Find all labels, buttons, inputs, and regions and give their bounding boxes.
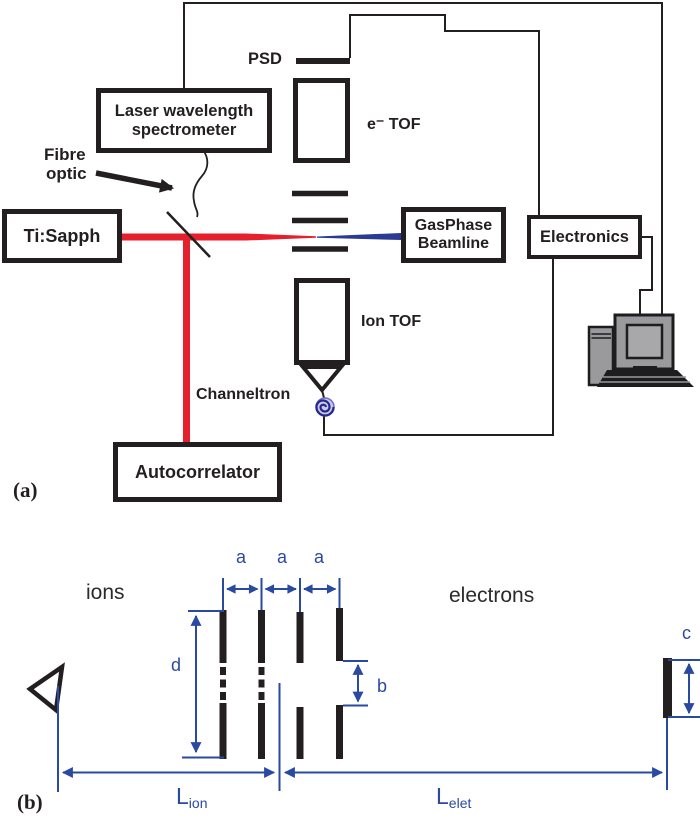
tisapph-laser-box: Ti:Sapph (2, 209, 122, 263)
etof-label: e⁻ TOF (367, 116, 421, 133)
monitor-stand (633, 366, 657, 372)
gasphase-beamline-box: GasPhase Beamline (401, 207, 506, 263)
psd-to-electronics-wire (349, 14, 540, 215)
channeltron-to-electronics-wire (323, 259, 554, 436)
channeltron-spiral-icon (315, 397, 335, 417)
l-ion-label: Lion (176, 783, 208, 811)
dim-d-label: d (171, 655, 182, 675)
l-elet-label: Lelet (436, 783, 472, 811)
electron-tof-tube (293, 78, 350, 163)
spectrometer-label-line1: Laser wavelength (114, 102, 254, 121)
l-elet-sub: elet (448, 795, 472, 811)
beamsplitter-icon (166, 211, 211, 258)
blue-beam-wedge (317, 233, 401, 240)
l-elet-main: L (436, 783, 449, 809)
dim-c-label: c (682, 623, 691, 643)
fibre-optic-curve (192, 149, 209, 218)
laser-beams (122, 233, 401, 442)
signal-wiring (183, 2, 663, 436)
computer-keyboard (597, 370, 694, 387)
electronics-box: Electronics (527, 215, 642, 259)
laser-spectrometer-box: Laser wavelength spectrometer (96, 88, 272, 153)
ions-label: ions (86, 581, 125, 604)
dim-b-label: b (377, 676, 388, 696)
spectrometer-grid-plates (292, 190, 348, 252)
dim-a1-label: a (236, 547, 247, 567)
fibre-optic-label-line1: Fibre (44, 145, 86, 164)
computer-icon (587, 313, 694, 387)
ion-tof-tube (294, 278, 350, 365)
iontof-label: Ion TOF (361, 313, 422, 330)
autocorrelator-label: Autocorrelator (134, 461, 260, 482)
dimension-lines (57, 578, 700, 792)
electronics-label: Electronics (540, 227, 629, 246)
dim-a2-label: a (277, 547, 288, 567)
panel-a-tag: (a) (13, 478, 38, 502)
spectrometer-to-computer-wire (183, 2, 663, 315)
l-ion-main: L (176, 783, 189, 809)
red-beam-taper (246, 233, 316, 241)
panel-b-tag: (b) (17, 790, 43, 814)
psd-label: PSD (248, 50, 282, 68)
red-beam-vertical (183, 233, 190, 442)
detector-funnel-icon (298, 365, 346, 399)
autocorrelator-box: Autocorrelator (113, 442, 282, 502)
fibre-arrow-icon (95, 170, 175, 193)
spectrometer-label-line2: spectrometer (131, 120, 237, 139)
electronics-to-computer-wire (639, 236, 653, 315)
gasphase-label-line1: GasPhase (414, 217, 493, 235)
electrons-label: electrons (449, 584, 535, 607)
electrode-plates (219, 608, 672, 759)
l-ion-sub: ion (188, 795, 208, 811)
gasphase-label-line2: Beamline (417, 235, 490, 252)
fibre-optic-label-line2: optic (46, 164, 87, 183)
channeltron-label: Channeltron (196, 386, 291, 403)
tisapph-label: Ti:Sapph (23, 225, 101, 246)
dim-a3-label: a (314, 547, 325, 567)
computer-screen (625, 323, 664, 360)
